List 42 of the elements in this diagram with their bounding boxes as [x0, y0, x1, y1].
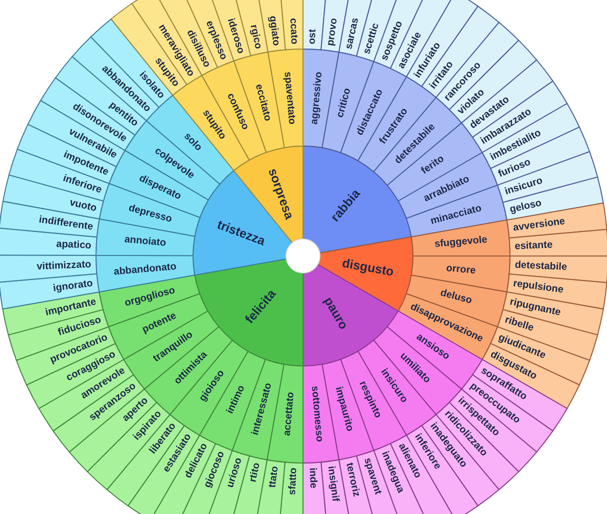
emotion-label: orrore — [446, 263, 476, 277]
emotion-label: ribelle — [504, 314, 535, 334]
emotion-label: sottomesso — [308, 385, 325, 442]
emotion-label: deluso — [439, 288, 474, 306]
emotion-label: eccitato — [252, 82, 274, 122]
emotion-label: accettato — [282, 392, 297, 436]
emotion-label: indifferente — [38, 214, 94, 233]
emotion-label: esitante — [514, 240, 553, 252]
emotion-label: ideroso — [224, 17, 246, 55]
emotion-label: sarcas — [344, 16, 362, 50]
emotion-label: ignorato — [52, 278, 94, 294]
emotion-label: aggressivo — [309, 71, 325, 125]
core-emotion-label: disgusto — [341, 256, 395, 279]
emotion-label: ttato — [267, 465, 281, 488]
emotion-label: rgico — [248, 24, 264, 50]
emotion-label: scettic — [362, 22, 382, 56]
emotion-label: depresso — [127, 202, 174, 226]
emotion-label: annoiato — [124, 234, 166, 249]
emotion-label: sfuggevole — [434, 234, 488, 250]
emotion-label: provo — [325, 18, 340, 47]
emotion-label: insignif — [325, 465, 341, 502]
emotion-label: ost — [306, 28, 318, 44]
emotion-label: critico — [334, 86, 354, 119]
emotion-label: importante — [44, 296, 98, 318]
emotion-label: inde — [306, 468, 319, 489]
emotion-label: detestabile — [514, 260, 568, 274]
emotion-label: impaurito — [332, 386, 356, 433]
emotion-label: vittimizzato — [36, 259, 92, 273]
emotion-label: avversione — [512, 216, 566, 234]
emotion-label: spaventato — [282, 71, 298, 125]
emotion-label: abbandonato — [113, 261, 177, 278]
emotion-label: solo — [182, 130, 204, 154]
emotion-label: apatico — [56, 238, 92, 252]
emotion-label: sfatto — [287, 468, 300, 496]
emotion-label: terroriz — [344, 462, 362, 498]
emotion-label: rtito — [248, 462, 262, 484]
emotion-label: ccato — [287, 18, 300, 44]
emotion-label: vuoto — [68, 197, 98, 214]
emotion-label: urioso — [224, 456, 244, 489]
emotion-label: geloso — [508, 198, 543, 216]
emotion-label: repulsione — [512, 278, 564, 296]
emotion-label: ggiato — [266, 15, 282, 46]
